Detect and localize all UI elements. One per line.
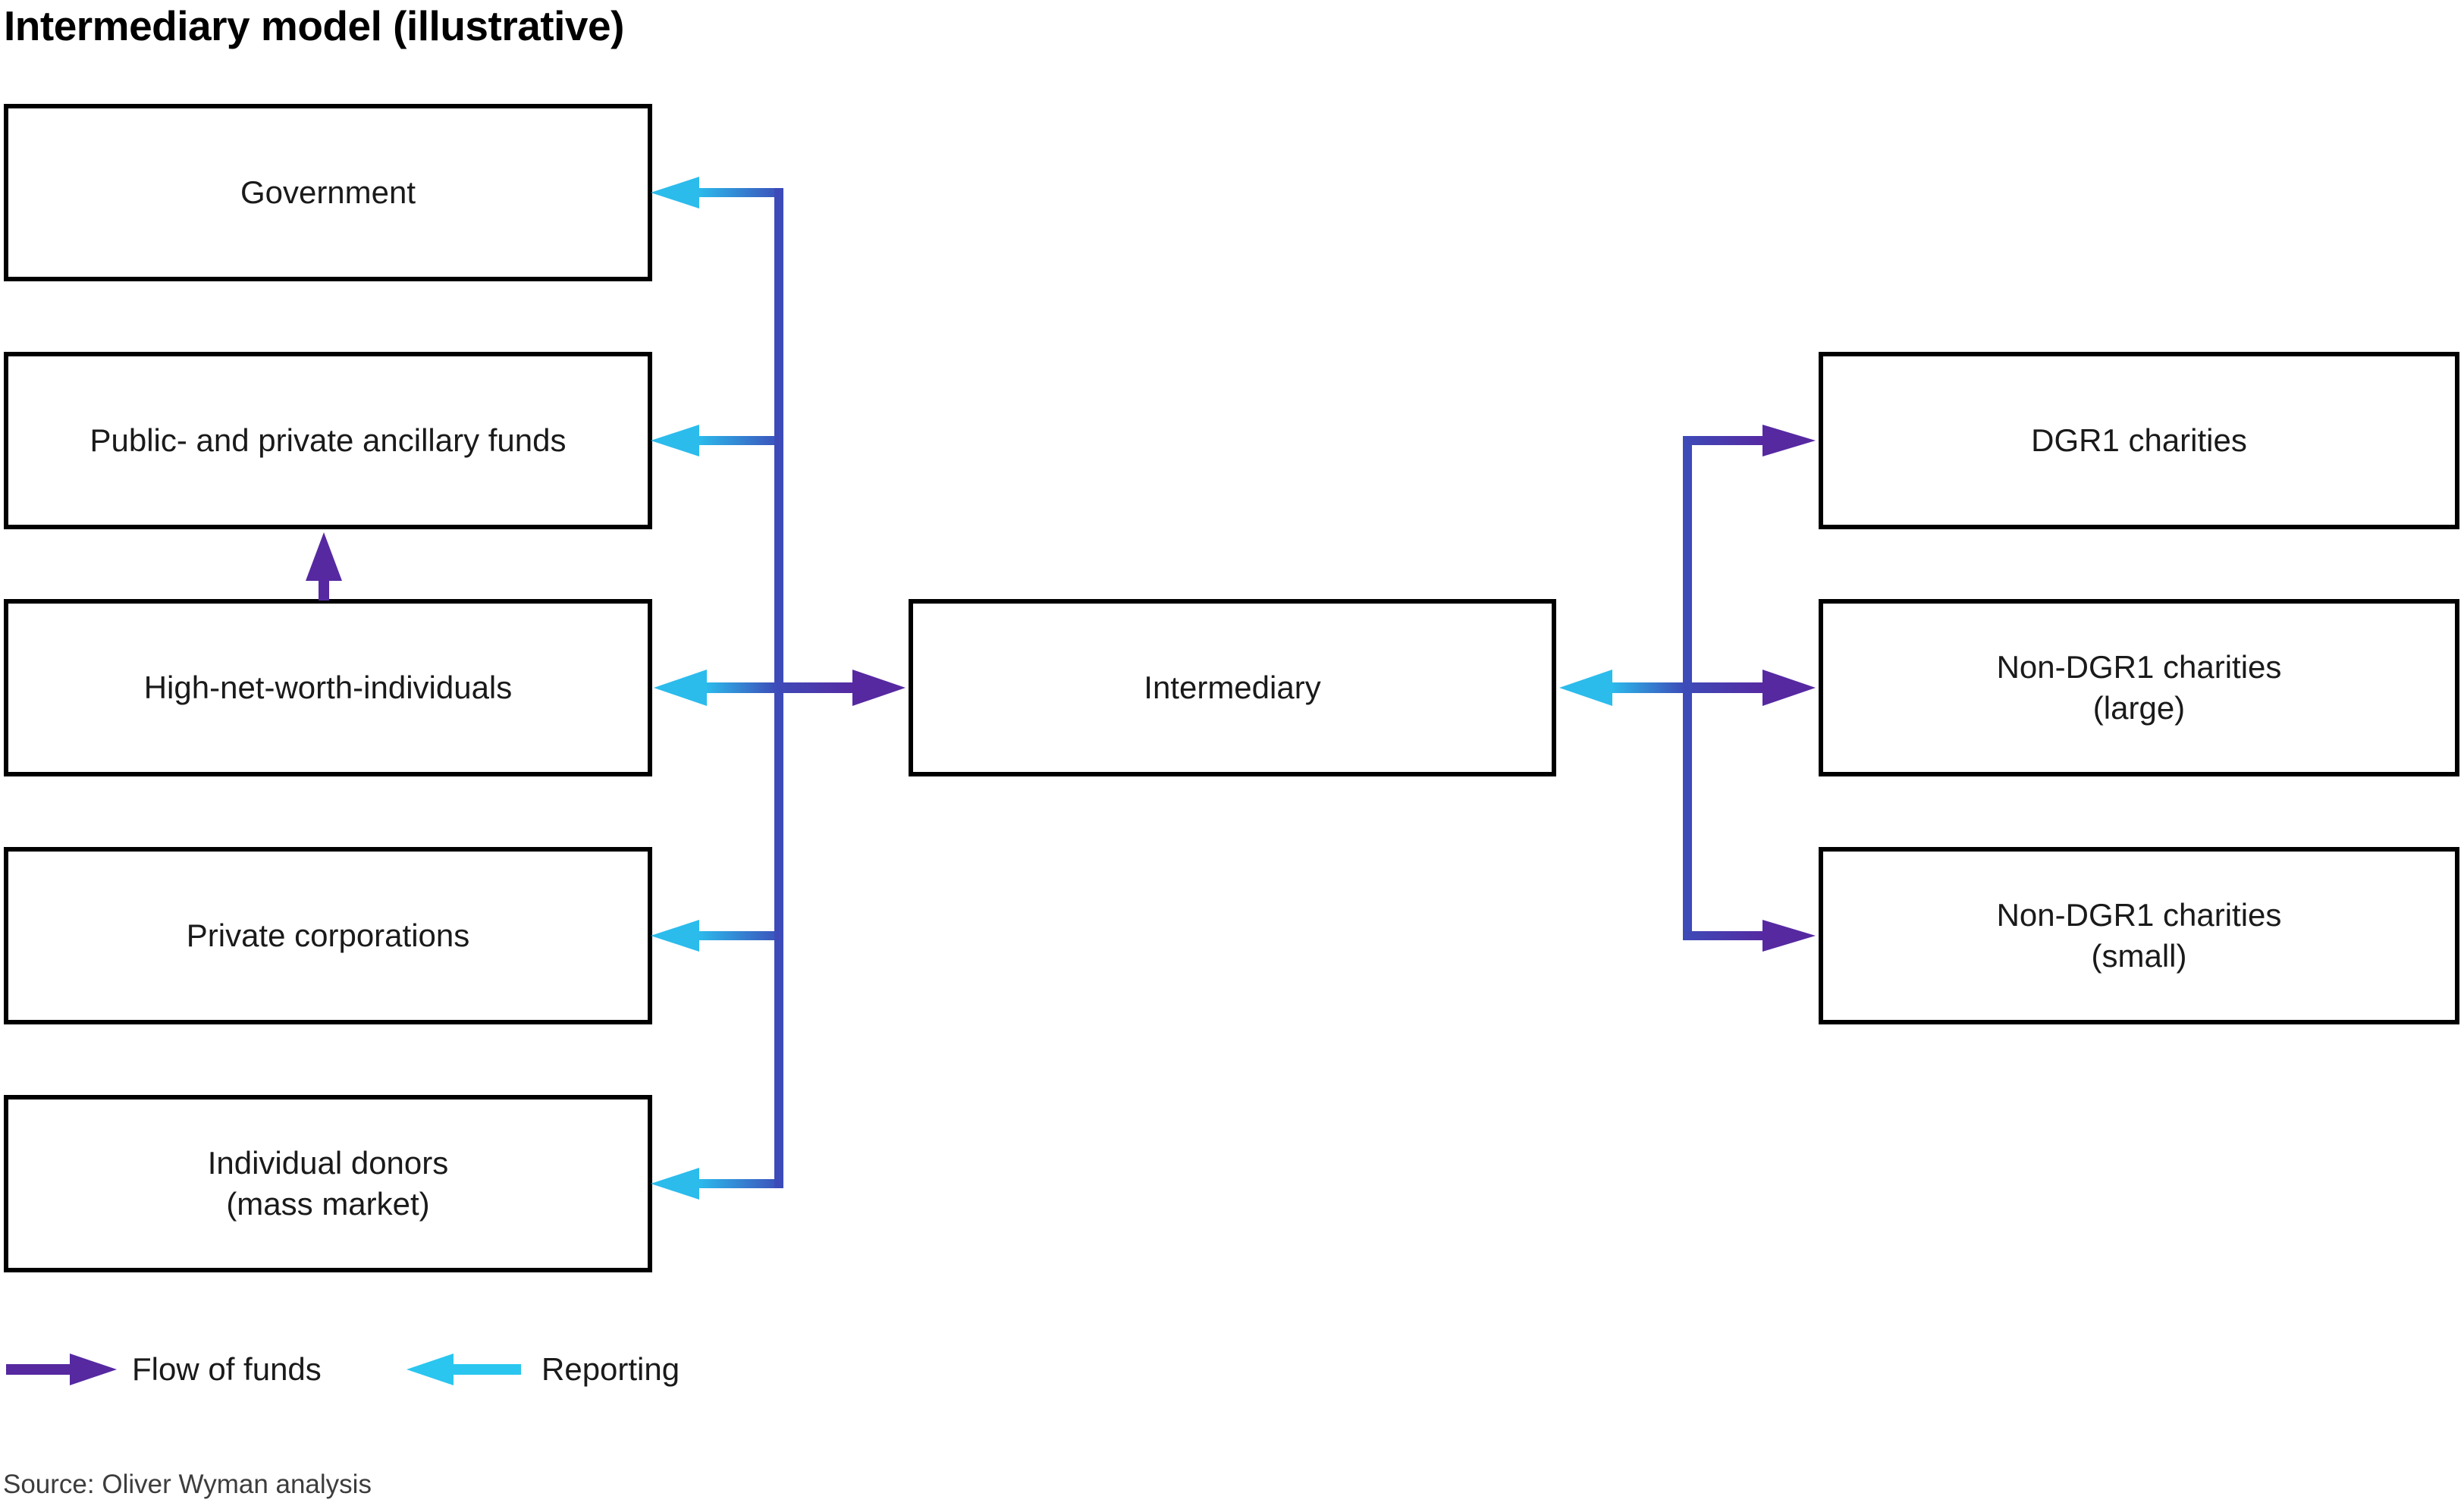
funds-arrowhead-non-dgr1-large-icon <box>1762 670 1816 706</box>
reporting-arrow-corporations-head-icon <box>651 920 699 952</box>
legend-reporting-arrowhead-icon <box>406 1354 454 1385</box>
node-ancillary-funds: Public- and private ancillary funds <box>4 352 652 529</box>
funds-arrow-hnwi-to-ancillary-shaft <box>319 579 329 601</box>
funds-arrow-dgr1-shaft <box>1683 436 1764 445</box>
reporting-arrow-ancillary-head-icon <box>651 425 699 456</box>
node-intermediary: Intermediary <box>909 599 1556 776</box>
funds-arrowhead-intermediary-icon <box>852 670 906 706</box>
funds-connector-right-vertical <box>1683 436 1692 940</box>
funds-arrow-hnwi-to-ancillary-head-icon <box>306 532 342 581</box>
node-non-dgr1-charities-small: Non-DGR1 charities (small) <box>1819 847 2459 1024</box>
funds-arrow-non-dgr1-small-head-icon <box>1762 920 1816 952</box>
legend-reporting-label: Reporting <box>541 1351 680 1387</box>
legend-reporting-arrow-icon <box>452 1364 521 1375</box>
reporting-arrowhead-hnwi-icon <box>654 670 707 706</box>
node-dgr1-charities: DGR1 charities <box>1819 352 2459 529</box>
funds-reporting-arrow-hnwi-intermediary-shaft <box>705 682 854 693</box>
legend-flow-of-funds-arrow-icon <box>6 1364 71 1375</box>
reporting-arrow-government-shaft <box>698 188 783 197</box>
source-note: Source: Oliver Wyman analysis <box>3 1470 372 1499</box>
reporting-arrow-government-head-icon <box>651 177 699 209</box>
reporting-arrow-donors-shaft <box>698 1179 783 1188</box>
reporting-arrow-corporations-shaft <box>698 931 783 940</box>
legend-flow-of-funds-arrowhead-icon <box>70 1354 117 1385</box>
page-title: Intermediary model (illustrative) <box>4 2 624 49</box>
legend-flow-of-funds-label: Flow of funds <box>132 1351 322 1387</box>
reporting-arrow-donors-head-icon <box>651 1168 699 1200</box>
node-individual-donors: Individual donors (mass market) <box>4 1095 652 1272</box>
node-government: Government <box>4 104 652 281</box>
node-high-net-worth-individuals: High-net-worth-individuals <box>4 599 652 776</box>
funds-arrow-dgr1-head-icon <box>1762 425 1816 456</box>
reporting-arrow-ancillary-shaft <box>698 436 783 445</box>
funds-arrow-non-dgr1-small-shaft <box>1683 931 1764 940</box>
node-private-corporations: Private corporations <box>4 847 652 1024</box>
reporting-arrowhead-intermediary-icon <box>1559 670 1612 706</box>
node-non-dgr1-charities-large: Non-DGR1 charities (large) <box>1819 599 2459 776</box>
